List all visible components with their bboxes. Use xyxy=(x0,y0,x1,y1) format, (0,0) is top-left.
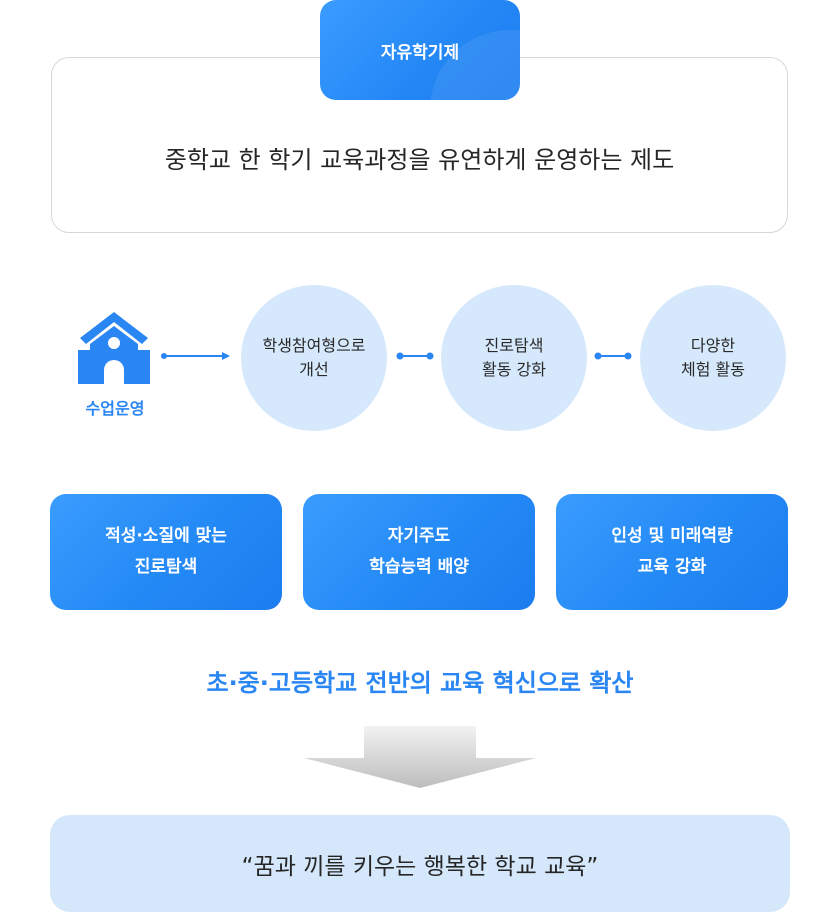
goal-2-line1: 자기주도 xyxy=(387,526,451,546)
school-house-icon xyxy=(78,312,150,384)
step-circle-2: 진로탐색 활동 강화 xyxy=(441,285,587,431)
step-2-line2: 활동 강화 xyxy=(482,360,546,379)
dot-connector-2 xyxy=(594,352,632,360)
goal-2-line2: 학습능력 배양 xyxy=(369,557,469,577)
tab-decoration xyxy=(430,30,520,100)
goal-3-line2: 교육 강화 xyxy=(637,557,707,577)
definition-tab: 자유학기제 xyxy=(320,0,520,100)
definition-title: 자유학기제 xyxy=(380,42,460,63)
goal-card-3: 인성 및 미래역량 교육 강화 xyxy=(556,494,788,610)
expansion-text: 초·중·고등학교 전반의 교육 혁신으로 확산 xyxy=(206,669,634,697)
step-circle-3: 다양한 체험 활동 xyxy=(640,285,786,431)
down-arrow-icon xyxy=(304,726,536,788)
slogan-text: “꿈과 끼를 키우는 행복한 학교 교육” xyxy=(241,853,599,880)
step-1-line2: 개선 xyxy=(299,360,329,379)
definition-description: 중학교 한 학기 교육과정을 유연하게 운영하는 제도 xyxy=(164,146,675,174)
step-circle-1: 학생참여형으로 개선 xyxy=(241,285,387,431)
step-3-line2: 체험 활동 xyxy=(681,360,745,379)
step-1-line1: 학생참여형으로 xyxy=(262,336,366,355)
slogan-box: “꿈과 끼를 키우는 행복한 학교 교육” xyxy=(50,815,790,912)
operation-label: 수업운영 xyxy=(85,399,145,418)
goal-card-2: 자기주도 학습능력 배양 xyxy=(303,494,535,610)
step-3-line1: 다양한 xyxy=(690,336,736,355)
goal-card-1: 적성·소질에 맞는 진로탐색 xyxy=(50,494,282,610)
step-2-line1: 진로탐색 xyxy=(484,336,544,355)
goal-3-line1: 인성 및 미래역량 xyxy=(611,526,733,546)
goal-1-line2: 진로탐색 xyxy=(134,557,198,577)
dot-connector-1 xyxy=(396,352,434,360)
goal-1-line1: 적성·소질에 맞는 xyxy=(105,526,227,546)
arrow-connector xyxy=(161,352,230,360)
